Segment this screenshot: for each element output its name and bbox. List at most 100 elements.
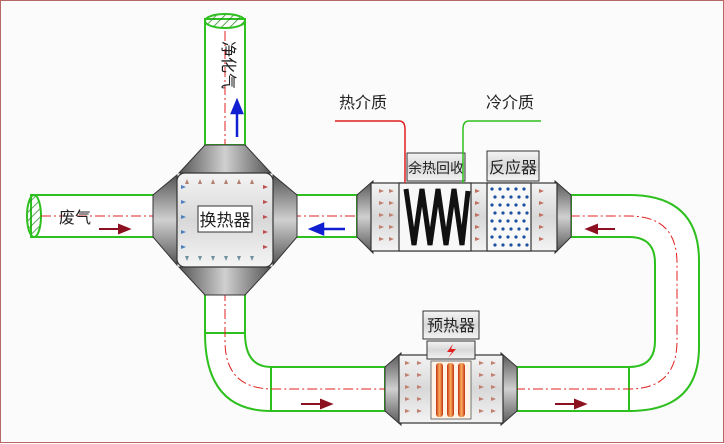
flow-mark — [389, 225, 394, 229]
flow-mark — [405, 373, 410, 377]
heat-exchanger: 换热器 — [152, 144, 298, 296]
catalyst-dot — [506, 235, 510, 239]
catalyst-dot — [514, 187, 518, 191]
exchanger-left-cone — [152, 173, 178, 267]
catalyst-dot — [517, 195, 521, 199]
exchanger-right-cone — [272, 173, 298, 267]
catalyst-dot — [498, 203, 502, 207]
flow-mark — [263, 215, 268, 219]
flow-mark — [181, 245, 186, 249]
flow-mark — [475, 189, 480, 193]
catalyst-dot — [522, 235, 526, 239]
catalyst-dot — [509, 211, 513, 215]
flow-mark — [475, 201, 480, 205]
flow-mark — [379, 189, 384, 193]
flow-mark — [185, 256, 189, 261]
flow-mark — [491, 373, 496, 377]
reactor-section — [486, 182, 532, 252]
catalyst-dot — [498, 187, 502, 191]
catalyst-dot — [517, 243, 521, 247]
catalyst-dot — [490, 187, 494, 191]
flow-mark — [211, 256, 215, 261]
catalyst-dot — [501, 195, 505, 199]
flow-mark — [237, 256, 241, 261]
catalyst-dot — [493, 211, 497, 215]
lower-left-elbow — [203, 332, 272, 413]
catalyst-dot — [525, 243, 529, 247]
hot-medium-line — [335, 120, 406, 183]
catalyst-dot — [490, 203, 494, 207]
catalyst-dot — [514, 219, 518, 223]
flow-mark — [237, 179, 241, 184]
flow-mark — [181, 200, 186, 204]
flow-mark — [475, 225, 480, 229]
flow-mark — [211, 179, 215, 184]
hot-medium-label: 热介质 — [339, 93, 387, 112]
catalyst-dot — [514, 203, 518, 207]
flow-mark — [198, 179, 202, 184]
reactor-label-box — [486, 150, 540, 182]
flow-mark — [405, 361, 410, 365]
flow-mark — [250, 256, 254, 261]
exchanger-label-box — [197, 205, 253, 233]
flow-mark — [475, 237, 480, 241]
lightning-icon — [447, 344, 456, 358]
preheater-flow-marks — [405, 361, 496, 413]
flow-mark — [417, 373, 422, 377]
catalyst-dot — [501, 227, 505, 231]
flow-mark — [379, 201, 384, 205]
waste-gas-label: 废气 — [59, 208, 91, 227]
catalyst-dot — [493, 243, 497, 247]
flow-mark — [491, 409, 496, 413]
catalyst-dot — [506, 187, 510, 191]
preheater-right-cone — [500, 351, 518, 427]
flow-mark — [405, 409, 410, 413]
clean-gas-label: 净化气 — [219, 41, 238, 89]
heat-exchanger-label: 换热器 — [200, 211, 251, 231]
flow-mark — [417, 409, 422, 413]
catalyst-dot — [493, 227, 497, 231]
reactor-catalyst — [490, 187, 529, 247]
reactor-label: 反应器 — [489, 158, 537, 177]
catalyst-dot — [501, 243, 505, 247]
preheater-left-cone — [384, 351, 402, 427]
preheater-label: 预热器 — [427, 316, 475, 335]
cold-medium-line — [462, 120, 541, 183]
catalyst-dot — [525, 227, 529, 231]
flow-mark — [379, 213, 384, 217]
flow-mark — [263, 185, 268, 189]
catalyst-dot — [506, 219, 510, 223]
catalyst-dot — [490, 219, 494, 223]
flow-centerlines — [41, 31, 678, 390]
heater-element-3 — [458, 363, 465, 417]
unit-right-cone — [554, 179, 572, 255]
flow-mark — [405, 397, 410, 401]
unit-flow-marks — [379, 189, 544, 241]
catalyst-dot — [525, 195, 529, 199]
flow-mark — [263, 230, 268, 234]
flow-mark — [479, 361, 484, 365]
flow-mark — [475, 213, 480, 217]
flow-mark — [539, 189, 544, 193]
flow-mark — [405, 385, 410, 389]
waste-gas-inlet-cap — [26, 194, 42, 238]
flow-mark — [539, 201, 544, 205]
flow-mark — [479, 397, 484, 401]
exchanger-flow-marks — [181, 179, 268, 261]
clean-gas-outlet-cap — [204, 13, 246, 29]
catalyst-dot — [522, 187, 526, 191]
cold-medium-label: 冷介质 — [486, 93, 534, 112]
catalyst-dot — [522, 203, 526, 207]
flow-mark — [379, 237, 384, 241]
flow-mark — [539, 225, 544, 229]
exchanger-bottom-cone — [177, 266, 273, 296]
flow-mark — [263, 200, 268, 204]
flow-mark — [491, 385, 496, 389]
flow-mark — [185, 179, 189, 184]
catalyst-dot — [490, 235, 494, 239]
flow-mark — [250, 179, 254, 184]
catalyst-dot — [525, 211, 529, 215]
flow-mark — [379, 225, 384, 229]
